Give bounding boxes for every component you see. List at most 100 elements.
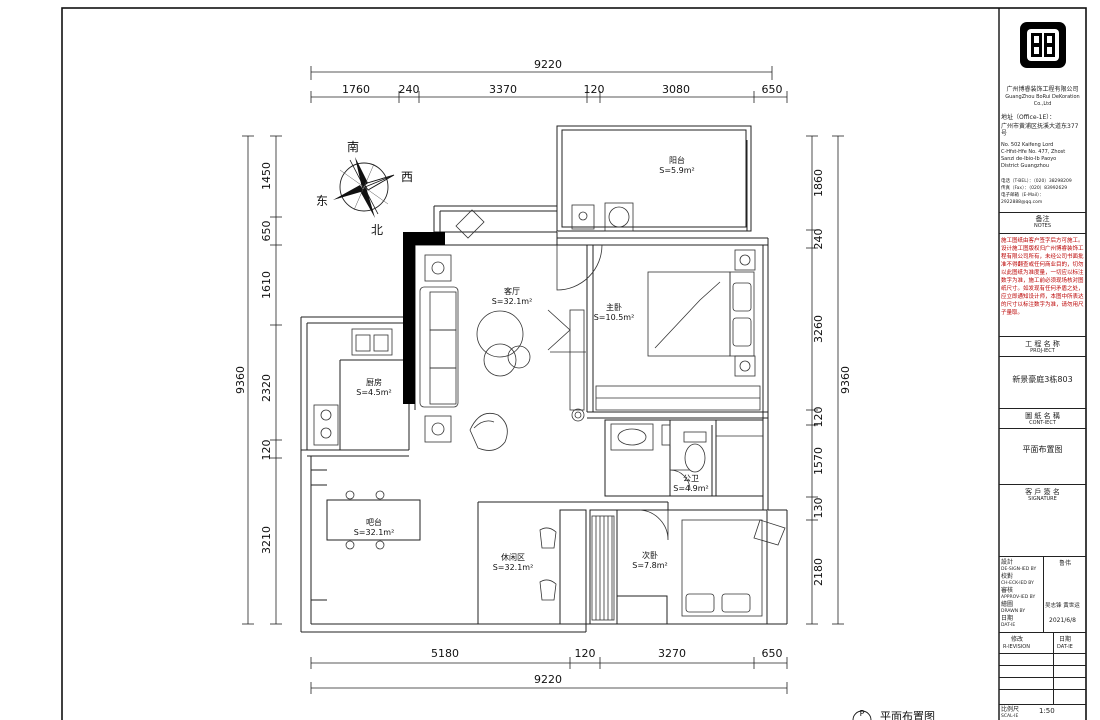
drawing-name: 平面布置图 xyxy=(1022,445,1063,454)
dim-right-total: 9360 xyxy=(839,366,852,394)
project-sub: PROJ-IECT xyxy=(1030,348,1055,354)
drawn-value: 吴志锋 黄世运 xyxy=(1045,603,1080,609)
room-bar-name: 吧台 xyxy=(366,517,382,527)
dim-top-total: 9220 xyxy=(534,58,562,71)
drawing-label: 圖 紙 名 稱 xyxy=(1025,412,1060,420)
dim-right-seg: 240 xyxy=(812,229,825,250)
client-label: 客 戶 簽 名 xyxy=(1025,488,1060,496)
revision-section: 修改 R-IEVISION 日期 DAT-IE xyxy=(999,632,1086,704)
drawing-sub: CONT-IECT xyxy=(1029,420,1056,426)
compass-west-label: 西 xyxy=(401,170,413,184)
sheet-border xyxy=(61,7,1087,720)
design-value: 鲁伟 xyxy=(1059,560,1072,567)
notes-sub: NOTES xyxy=(1033,223,1052,229)
design-sub: DE-SIGN-IED BY xyxy=(1001,567,1037,572)
date-value: 2021/6/8 xyxy=(1049,617,1076,624)
dim-left-seg: 2320 xyxy=(260,374,273,402)
caption-symbol: P xyxy=(860,709,865,718)
revision-label: 修改 xyxy=(1011,636,1024,643)
room-kitchen-area: S=4.5m² xyxy=(356,388,392,397)
address-cn: 广州市黄浦区抚溪大道东377号 xyxy=(1001,123,1079,137)
scale-value: 1:50 xyxy=(1039,707,1055,715)
dim-left-seg: 1610 xyxy=(260,271,273,299)
scale-section: 比例尺 SCAL-IE 1:50 xyxy=(999,704,1086,720)
room-kitchen-name: 厨房 xyxy=(366,377,382,387)
drawing-caption: P 平面布置图 xyxy=(852,709,935,720)
scale-label: 比例尺 xyxy=(1001,706,1020,713)
revision-date-sub: DAT-IE xyxy=(1057,644,1073,650)
company-name-en: GuangZhou BoRui DeKoration Co.,Ltd xyxy=(1005,94,1080,107)
room-leisure-name: 休闲区 xyxy=(501,552,525,562)
company-logo xyxy=(1018,20,1068,70)
address-en-line: District Guangzhou xyxy=(1001,163,1050,169)
revision-grid-line xyxy=(999,677,1086,678)
room-bar-area: S=32.1m² xyxy=(354,528,395,537)
drawn-label: 繪圖 xyxy=(1001,601,1014,608)
approve-sub: APPROV-IED BY xyxy=(1001,595,1036,600)
client-section: 客 戶 簽 名 SIGNATURE xyxy=(999,484,1086,556)
title-block: 广州博睿装饰工程有限公司 GuangZhou BoRui DeKoration … xyxy=(999,8,1086,720)
signoff-table: 設計 DE-SIGN-IED BY 鲁伟 校對 CH-ECK-IED BY 審核… xyxy=(999,556,1086,632)
revision-date-label: 日期 xyxy=(1059,636,1072,643)
room-second-name: 次卧 xyxy=(642,550,658,560)
dim-right-seg: 120 xyxy=(812,407,825,428)
notes-section: 备注 NOTES 施工图纸由客户签字后方可施工。设计施工图版权归广州博睿装饰工程… xyxy=(999,212,1086,336)
project-name: 新景豪庭3栋803 xyxy=(1012,375,1073,384)
address-en-line: C-Hfst-Hfe No. 477, Zhost xyxy=(1001,149,1066,155)
notes-divider xyxy=(999,233,1086,234)
dim-right-seg: 1570 xyxy=(812,447,825,475)
check-sub: CH-ECK-IED BY xyxy=(1001,581,1034,586)
furniture xyxy=(313,202,786,621)
dim-bottom-seg: 650 xyxy=(762,647,783,660)
dim-bottom-seg: 5180 xyxy=(431,647,459,660)
dim-bottom-total: 9220 xyxy=(534,673,562,686)
compass-east-label: 东 xyxy=(316,194,328,208)
scale-sub: SCAL-IE xyxy=(1001,714,1019,719)
room-leisure-area: S=32.1m² xyxy=(493,563,534,572)
room-balcony-area: S=5.9m² xyxy=(659,166,695,175)
design-label: 設計 xyxy=(1001,559,1014,566)
walls xyxy=(300,125,788,633)
dim-top-seg: 3370 xyxy=(489,83,517,96)
room-second-area: S=7.8m² xyxy=(632,561,668,570)
dim-left-total: 9360 xyxy=(234,366,247,394)
revision-grid-line xyxy=(999,665,1086,666)
dim-bottom-seg: 120 xyxy=(575,647,596,660)
date-sub: DAT-IE xyxy=(1001,623,1016,628)
address-en-line: No. 502 Kaifeng Lord xyxy=(1001,142,1054,148)
dim-right-seg: 2180 xyxy=(812,558,825,586)
approve-label: 審核 xyxy=(1001,587,1014,594)
room-living-name: 客厅 xyxy=(504,286,520,296)
room-master-name: 主卧 xyxy=(606,302,622,312)
revision-sub: R-IEVISION xyxy=(1003,644,1030,650)
address-label: 地址（Office-1E）： xyxy=(1001,114,1056,121)
room-living-area: S=32.1m² xyxy=(492,297,533,306)
drawing-section: 圖 紙 名 稱 CONT-IECT 平面布置图 xyxy=(999,408,1086,484)
compass-icon xyxy=(333,157,395,218)
notes-label: 备注 xyxy=(1035,215,1050,223)
client-sub: SIGNATURE xyxy=(1028,496,1057,502)
project-divider xyxy=(999,356,1086,357)
room-master-area: S=10.5m² xyxy=(594,313,635,322)
revision-grid-line xyxy=(999,689,1086,690)
room-balcony-name: 阳台 xyxy=(669,155,685,165)
dim-top-seg: 240 xyxy=(399,83,420,96)
dim-top-seg: 1760 xyxy=(342,83,370,96)
project-label: 工 程 名 称 xyxy=(1025,340,1060,348)
dimension-labels: 9220 1760 240 3370 120 3080 650 5180 120… xyxy=(234,58,852,686)
room-bath-name: 公卫 xyxy=(683,474,699,483)
dimension-lines xyxy=(242,66,844,694)
phone-line: 电话（T-BEL）：（020）38298209 xyxy=(1001,179,1072,184)
company-name-cn: 广州博睿装饰工程有限公司 xyxy=(1006,86,1079,93)
dim-right-seg: 1860 xyxy=(812,169,825,197)
drawing-divider xyxy=(999,428,1086,429)
dim-top-seg: 3080 xyxy=(662,83,690,96)
address-en-line: Sanzi de-Ibio-Ib Paoyo xyxy=(1001,156,1057,162)
revision-grid-line xyxy=(999,653,1086,654)
dim-top-seg: 650 xyxy=(762,83,783,96)
revision-column-divider xyxy=(1053,633,1054,704)
project-section: 工 程 名 称 PROJ-IECT 新景豪庭3栋803 xyxy=(999,336,1086,408)
drawn-sub: DRAWN BY xyxy=(1001,609,1026,614)
phone-line: 传真（Fax）：（020）83992629 xyxy=(1001,186,1068,191)
